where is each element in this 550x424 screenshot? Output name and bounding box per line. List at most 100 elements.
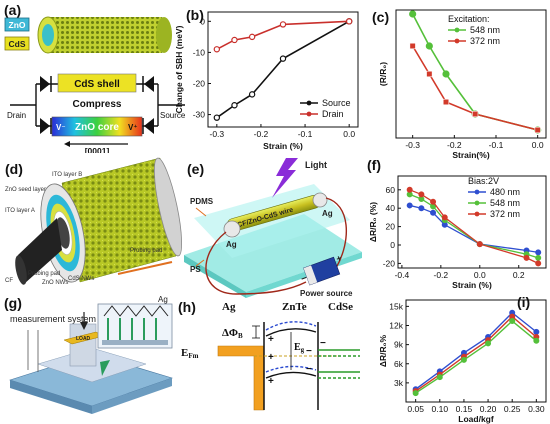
- legend-marker: [306, 100, 312, 106]
- compress-text: Compress: [73, 99, 122, 110]
- legend-marker: [454, 27, 460, 33]
- svg-text:+: +: [268, 376, 274, 387]
- legend-marker: [474, 211, 480, 217]
- light-label: Light: [305, 160, 327, 170]
- svg-text:+: +: [268, 352, 274, 363]
- x-tick-label: 0.0: [532, 140, 544, 150]
- legend-entry: 372 nm: [470, 36, 500, 46]
- ps-pointer: [195, 259, 205, 267]
- legend-entry: Source: [322, 98, 351, 108]
- plot-frame: [207, 11, 359, 128]
- data-point: [231, 36, 238, 44]
- data-point: [406, 202, 413, 209]
- panel-b-label: (b): [186, 7, 204, 23]
- circuit-wire-right: [325, 197, 348, 269]
- conduction-band: [265, 321, 317, 331]
- data-point: [460, 356, 467, 363]
- axis-label: [0001]: [85, 146, 110, 156]
- data-point: [279, 21, 287, 28]
- x-tick-label: -0.1: [298, 129, 313, 139]
- y-tick-label: 6k: [394, 359, 404, 369]
- x-tick-label: 0.0: [343, 129, 355, 139]
- probing-pad-right-wire: [117, 261, 173, 275]
- v-plus-label: V⁺: [128, 123, 138, 132]
- panel-e: (e) Light PDMS CF/ZnO-CdS wire Ag Ag − +…: [182, 153, 362, 298]
- data-point: [535, 260, 542, 267]
- zno-core-text: ZnO core: [75, 122, 119, 133]
- data-point: [535, 249, 542, 256]
- zno-tag-text: ZnO: [9, 20, 26, 30]
- data-point: [523, 254, 530, 261]
- h-znte-label: ZnTe: [282, 301, 307, 313]
- y-tick-label: -30: [193, 110, 206, 120]
- ito-b-label: ITO layer B: [52, 172, 82, 178]
- dphi-label: ΔΦB: [222, 327, 243, 340]
- x-axis-label: Strain (%): [452, 280, 492, 290]
- data-point: [409, 10, 417, 18]
- efm-label: EFm: [181, 347, 199, 360]
- cds-tag-text: CdS: [9, 39, 26, 49]
- data-point: [436, 374, 443, 381]
- valence-band: [265, 365, 317, 373]
- data-point: [231, 102, 238, 109]
- data-point: [441, 214, 448, 221]
- data-point: [472, 110, 479, 118]
- data-point: [509, 318, 516, 325]
- probing-pad-right-label: Probing pad: [130, 248, 162, 254]
- ag-contact-left: [223, 220, 241, 238]
- x-tick-label: -0.2: [434, 270, 449, 280]
- data-point: [412, 390, 419, 397]
- y-tick-label: 9k: [394, 340, 404, 350]
- power-source-label: Power source: [300, 289, 353, 298]
- drain-label: Drain: [7, 111, 26, 120]
- data-point: [533, 337, 540, 344]
- valence-band-solid: [265, 371, 317, 379]
- plot-frame: [395, 9, 547, 139]
- inset-ag-label: Ag: [158, 295, 168, 304]
- panel-g: (g) measurement system LOAD Ag: [4, 295, 173, 414]
- data-point: [425, 42, 433, 50]
- svg-text:−: −: [300, 273, 309, 285]
- y-tick-label: 0: [390, 240, 395, 250]
- power-source-icon: − +: [300, 253, 343, 286]
- cds-tag: [4, 36, 30, 51]
- x-tick-label: -0.3: [405, 140, 420, 150]
- x-axis-label: Strain (%): [263, 141, 303, 151]
- probing-pad-left-label: Probing pad: [28, 271, 60, 277]
- fiber-cylinder: [15, 157, 183, 285]
- x-tick-label: -0.2: [447, 140, 462, 150]
- y-axis-label: Change of SBH (meV): [174, 25, 184, 113]
- data-point: [534, 126, 541, 134]
- h-ag-label: Ag: [222, 301, 236, 313]
- x-tick-label: 0.25: [504, 404, 521, 414]
- ps-label: PS: [190, 265, 201, 274]
- data-point: [430, 209, 437, 216]
- x-tick-label: -0.2: [254, 129, 269, 139]
- zno-seed-label: ZnO seed layer: [5, 187, 46, 193]
- legend-marker: [474, 200, 480, 206]
- y-tick-label: -10: [193, 47, 206, 57]
- y-tick-label: 20: [386, 222, 396, 232]
- data-point: [442, 98, 450, 106]
- conduction-band-solid: [265, 328, 317, 337]
- data-point: [409, 42, 416, 50]
- measurement-label: measurement system: [10, 314, 96, 324]
- ito-a-label: ITO layer A: [5, 208, 35, 214]
- diode-left-bottom: [40, 118, 52, 134]
- load-text: LOAD: [76, 336, 91, 342]
- plot-frame: [405, 299, 547, 403]
- diode-right-top: [142, 76, 154, 92]
- sample-strip: [100, 360, 110, 376]
- y-tick-label: 12k: [389, 321, 403, 331]
- series-line: [415, 320, 537, 394]
- light-bolt-icon: [272, 158, 298, 198]
- y-axis-label: (R/R₀): [378, 62, 388, 86]
- y-tick-label: 15k: [389, 301, 403, 311]
- data-point: [476, 241, 483, 248]
- data-point: [426, 70, 433, 78]
- x-tick-label: 0.2: [513, 270, 525, 280]
- legend-entry: Drain: [322, 109, 344, 119]
- circuit-wire-left: [205, 231, 307, 295]
